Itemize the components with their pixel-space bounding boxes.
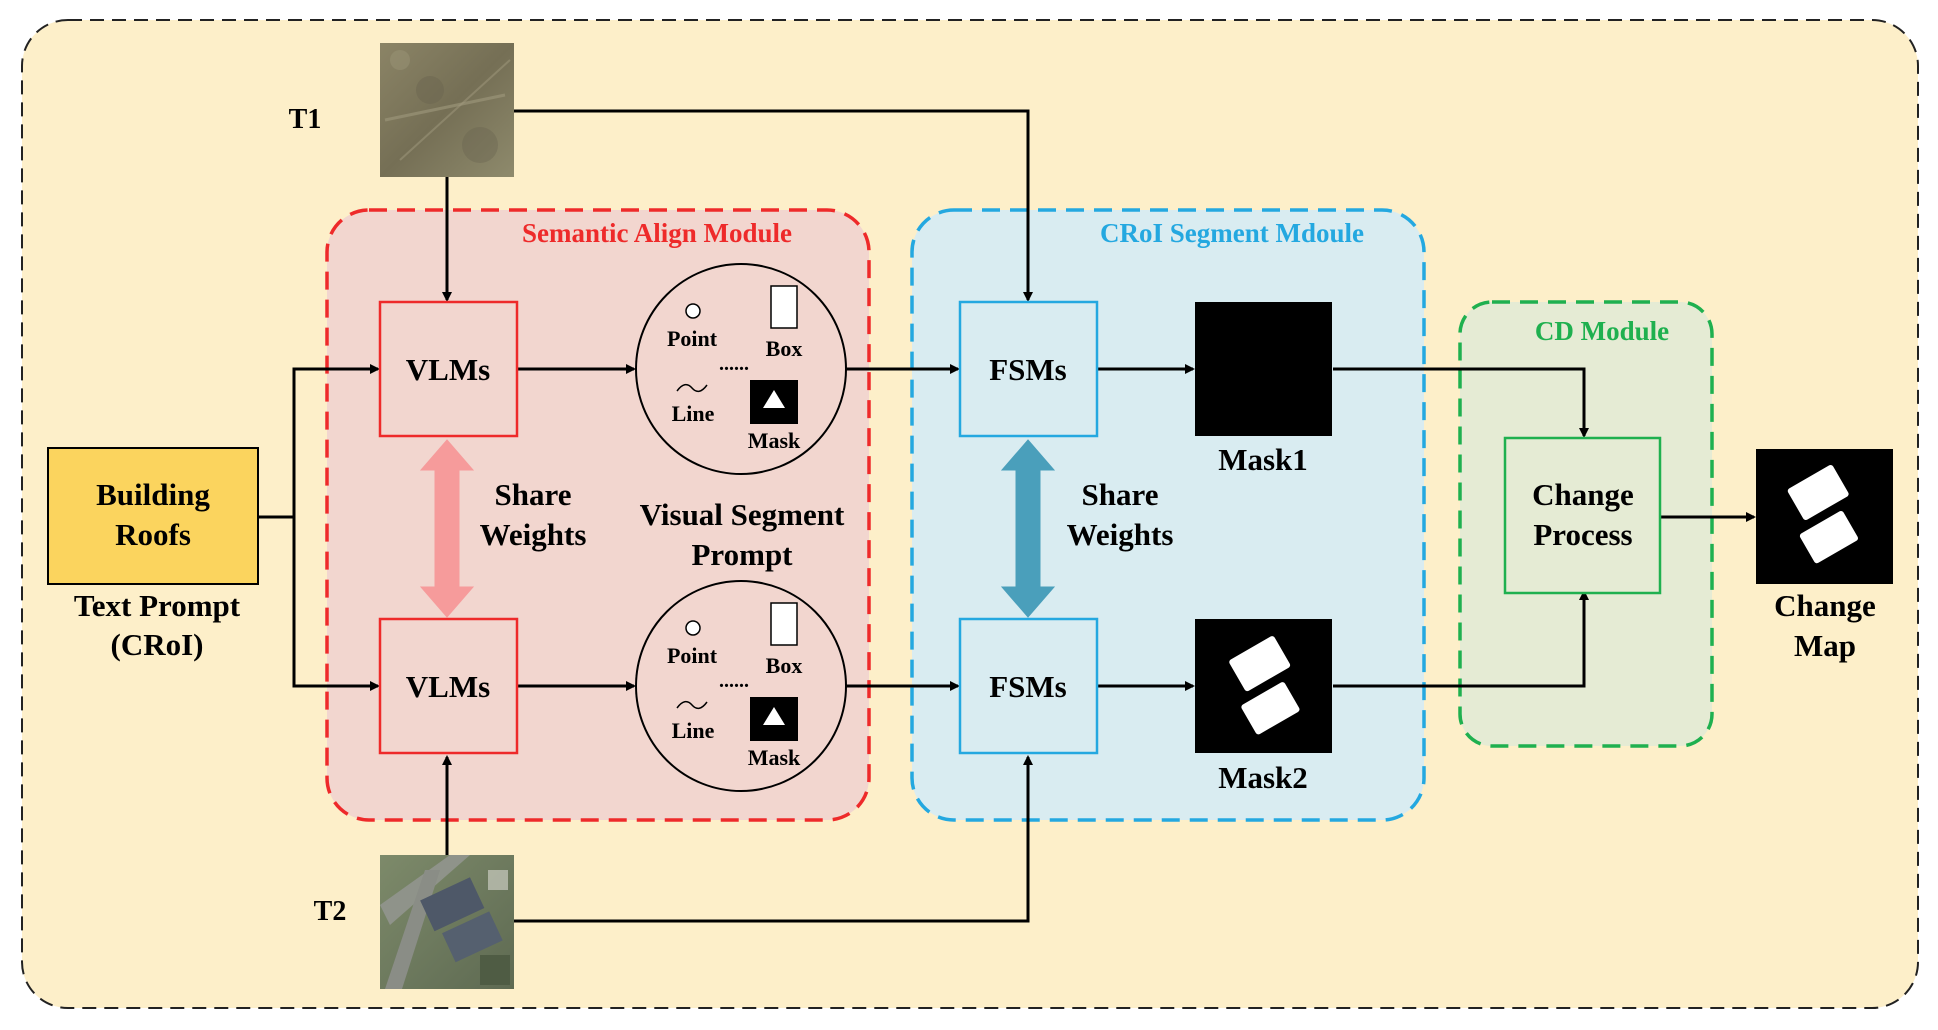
mask1-image (1195, 302, 1332, 436)
line-label: Line (672, 401, 715, 426)
point-label: Point (667, 643, 718, 668)
t2-image (380, 855, 514, 989)
share-weights-arrow-blue (1000, 439, 1056, 618)
fsm-top-label: FSMs (989, 352, 1067, 387)
t1-label: T1 (289, 104, 322, 135)
change-process-line2: Process (1533, 517, 1632, 552)
dots-label: ...... (719, 670, 749, 692)
visual-segment-prompt-line2: Prompt (691, 537, 793, 572)
croi-share-line1: Share (1082, 477, 1159, 512)
croi-module-title: CRoI Segment Mdoule (1100, 218, 1364, 248)
box-label: Box (766, 336, 803, 361)
cd-module-title: CD Module (1535, 316, 1669, 346)
text-prompt-label-line2: Roofs (115, 517, 191, 552)
point-label: Point (667, 326, 718, 351)
point-icon (685, 303, 701, 319)
line-icon (676, 700, 708, 710)
line-label: Line (672, 718, 715, 743)
semantic-share-line1: Share (495, 477, 572, 512)
t1-to-fsm-top (514, 109, 1033, 302)
fsm-bottom-label: FSMs (989, 669, 1067, 704)
mask-triangle-icon (763, 390, 785, 408)
vlm-top-box (378, 300, 519, 438)
mask2-image (1195, 619, 1332, 753)
mask-label: Mask (748, 428, 801, 453)
mask-label: Mask (748, 745, 801, 770)
change-map-line1: Change (1774, 588, 1876, 623)
t1-image (380, 43, 514, 177)
dots-label: ...... (719, 353, 749, 375)
t2-label: T2 (314, 896, 347, 927)
text-prompt-box (47, 447, 259, 585)
share-weights-arrow-red (419, 439, 475, 618)
box-icon (770, 602, 798, 646)
connectors (258, 109, 1756, 923)
box-icon (770, 285, 798, 329)
box-label: Box (766, 653, 803, 678)
mask2-to-change-process (1333, 590, 1589, 688)
line-icon (676, 383, 708, 393)
mask2-label: Mask2 (1218, 760, 1308, 795)
t2-to-fsm-bottom (514, 755, 1033, 923)
vlm-bottom-label: VLMs (406, 669, 490, 704)
prompt-circle-bottom: Point Box ...... Line Mask (635, 580, 847, 792)
point-icon (685, 620, 701, 636)
mask1-label: Mask1 (1218, 442, 1308, 477)
mask1-to-change-process (1333, 367, 1589, 438)
split-to-vlm-top (292, 364, 380, 517)
croi-share-line2: Weights (1067, 517, 1174, 552)
split-to-vlm-bottom (292, 517, 380, 691)
semantic-share-line2: Weights (480, 517, 587, 552)
prompt-circle-top: Point Box ...... Line Mask (635, 263, 847, 475)
change-map-line2: Map (1794, 628, 1856, 663)
mask-triangle-icon (763, 707, 785, 725)
fsm-top-box (958, 300, 1099, 438)
vlm-top-label: VLMs (406, 352, 490, 387)
text-prompt-caption-line2: (CRoI) (111, 627, 204, 662)
semantic-module-title: Semantic Align Module (522, 218, 792, 248)
text-prompt-caption-line1: Text Prompt (74, 588, 241, 623)
vlm-bottom-box (378, 617, 519, 755)
fsm-bottom-box (958, 617, 1099, 755)
change-process-line1: Change (1532, 477, 1634, 512)
visual-segment-prompt-line1: Visual Segment (640, 497, 845, 532)
change-process-box (1503, 436, 1662, 595)
change-map-image (1756, 449, 1893, 584)
text-prompt-label-line1: Building (96, 477, 210, 512)
